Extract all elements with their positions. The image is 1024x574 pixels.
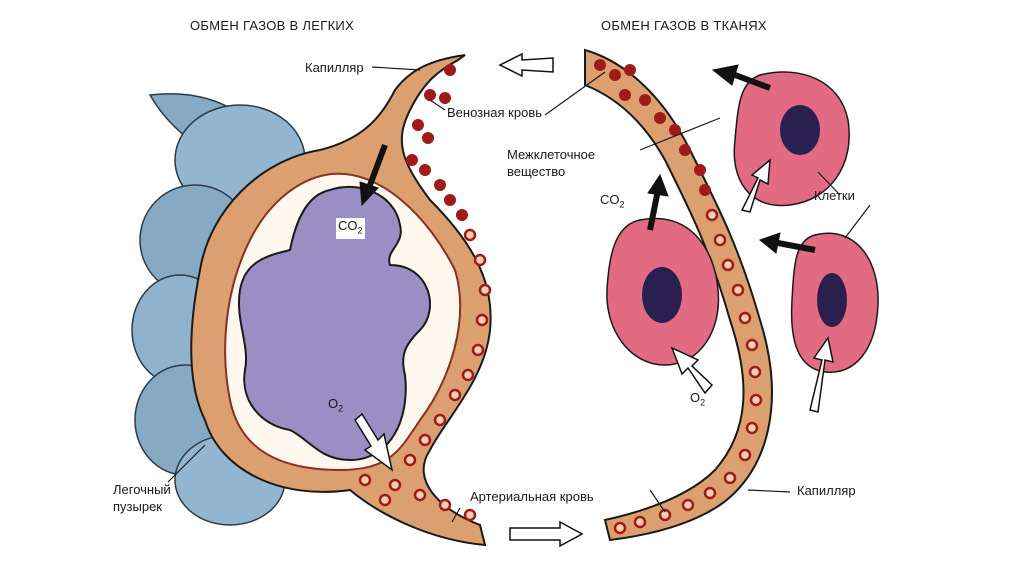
venous-blood-cell <box>456 209 468 221</box>
tissue-cell-right <box>790 232 879 373</box>
label-o2-lung: O2 <box>328 396 344 414</box>
label-co2-tissue: CO2 <box>600 192 625 210</box>
arterial-blood-cell <box>721 258 735 272</box>
arterial-blood-cell <box>438 498 452 512</box>
arterial-blood-cell <box>478 283 492 297</box>
arterial-blood-cell <box>448 388 462 402</box>
tissue-cell-top <box>733 71 850 207</box>
venous-blood-cell <box>609 69 621 81</box>
arterial-blood-cell <box>681 498 695 512</box>
venous-blood-cell <box>594 59 606 71</box>
leader-lines <box>167 66 871 523</box>
arterial-blood-cell <box>633 515 647 529</box>
label-intercellular-1: Межклеточное <box>507 147 596 162</box>
nucleus <box>642 267 682 323</box>
venous-blood-cell <box>699 184 711 196</box>
title-lung-exchange: ОБМЕН ГАЗОВ В ЛЕГКИХ <box>190 18 355 33</box>
arterial-blood-cell <box>738 311 752 325</box>
arterial-blood-cell <box>745 338 759 352</box>
arterial-blood-cell <box>473 253 487 267</box>
arterial-blood-cell <box>475 313 489 327</box>
flow-arrow-top <box>498 52 554 78</box>
venous-blood-cell <box>444 194 456 206</box>
venous-blood-cell <box>624 64 636 76</box>
arterial-blood-cell <box>713 233 727 247</box>
arterial-blood-cell <box>731 283 745 297</box>
arterial-blood-cell <box>463 508 477 522</box>
arterial-blood-cell <box>658 508 672 522</box>
arterial-blood-cell <box>705 208 719 222</box>
venous-blood-cell <box>406 154 418 166</box>
venous-blood-cell <box>424 89 436 101</box>
label-capillary-top: Капилляр <box>305 60 364 75</box>
nucleus <box>817 273 847 327</box>
arterial-blood-cell <box>738 448 752 462</box>
o2-arrow-lung <box>354 412 394 472</box>
venous-blood-cell <box>694 164 706 176</box>
arterial-blood-cell <box>749 393 763 407</box>
arterial-blood-cell <box>745 421 759 435</box>
arterial-blood-cell <box>613 521 627 535</box>
venous-blood-cell <box>444 64 456 76</box>
arterial-blood-cell <box>418 433 432 447</box>
venous-blood-cell <box>679 144 691 156</box>
arterial-blood-cell <box>463 228 477 242</box>
co2-arrow-cell-left <box>647 173 669 231</box>
venous-blood-cell <box>419 164 431 176</box>
arterial-blood-cell <box>433 413 447 427</box>
tissue-cell-left <box>606 217 720 366</box>
label-arterial-blood: Артериальная кровь <box>470 489 594 504</box>
label-alveolus-2: пузырек <box>113 499 162 514</box>
venous-blood-cell <box>669 124 681 136</box>
arterial-blood-cell <box>403 453 417 467</box>
alveolus-air-space <box>238 185 431 462</box>
arterial-blood-cell <box>703 486 717 500</box>
label-venous-blood: Венозная кровь <box>447 105 543 120</box>
blood-cells <box>358 59 763 535</box>
o2-arrow-cell-top <box>740 158 771 213</box>
flow-arrow-bottom <box>509 520 584 548</box>
venous-blood-cell <box>654 112 666 124</box>
arterial-blood-cell <box>748 365 762 379</box>
venous-blood-cell <box>422 132 434 144</box>
o2-arrows <box>354 52 834 548</box>
co2-arrow-lung <box>359 143 388 207</box>
arterial-blood-cell <box>461 368 475 382</box>
arterial-blood-cell <box>413 488 427 502</box>
co2-arrows <box>359 64 816 254</box>
title-tissue-exchange: ОБМЕН ГАЗОВ В ТКАНЯХ <box>601 18 767 33</box>
o2-arrow-cell-left <box>670 346 714 395</box>
venous-blood-cell <box>434 179 446 191</box>
arterial-blood-cell <box>358 473 372 487</box>
arterial-blood-cell <box>723 471 737 485</box>
label-o2-tissue: O2 <box>690 390 706 408</box>
arterial-blood-cell <box>471 343 485 357</box>
venous-blood-cell <box>412 119 424 131</box>
o2-arrow-cell-right <box>809 336 834 413</box>
co2-arrow-cell-top <box>711 64 772 91</box>
label-co2-lung: CO2 <box>336 218 365 239</box>
label-capillary-bottom: Капилляр <box>797 483 856 498</box>
label-alveolus-1: Легочный <box>113 482 171 497</box>
nucleus <box>780 105 820 155</box>
label-cells: Клетки <box>814 188 855 203</box>
venous-blood-cell <box>639 94 651 106</box>
venous-blood-cell <box>439 92 451 104</box>
venous-blood-cell <box>619 89 631 101</box>
co2-arrow-cell-right <box>758 232 816 254</box>
arterial-blood-cell <box>388 478 402 492</box>
label-intercellular-2: вещество <box>507 164 566 179</box>
arterial-blood-cell <box>378 493 392 507</box>
